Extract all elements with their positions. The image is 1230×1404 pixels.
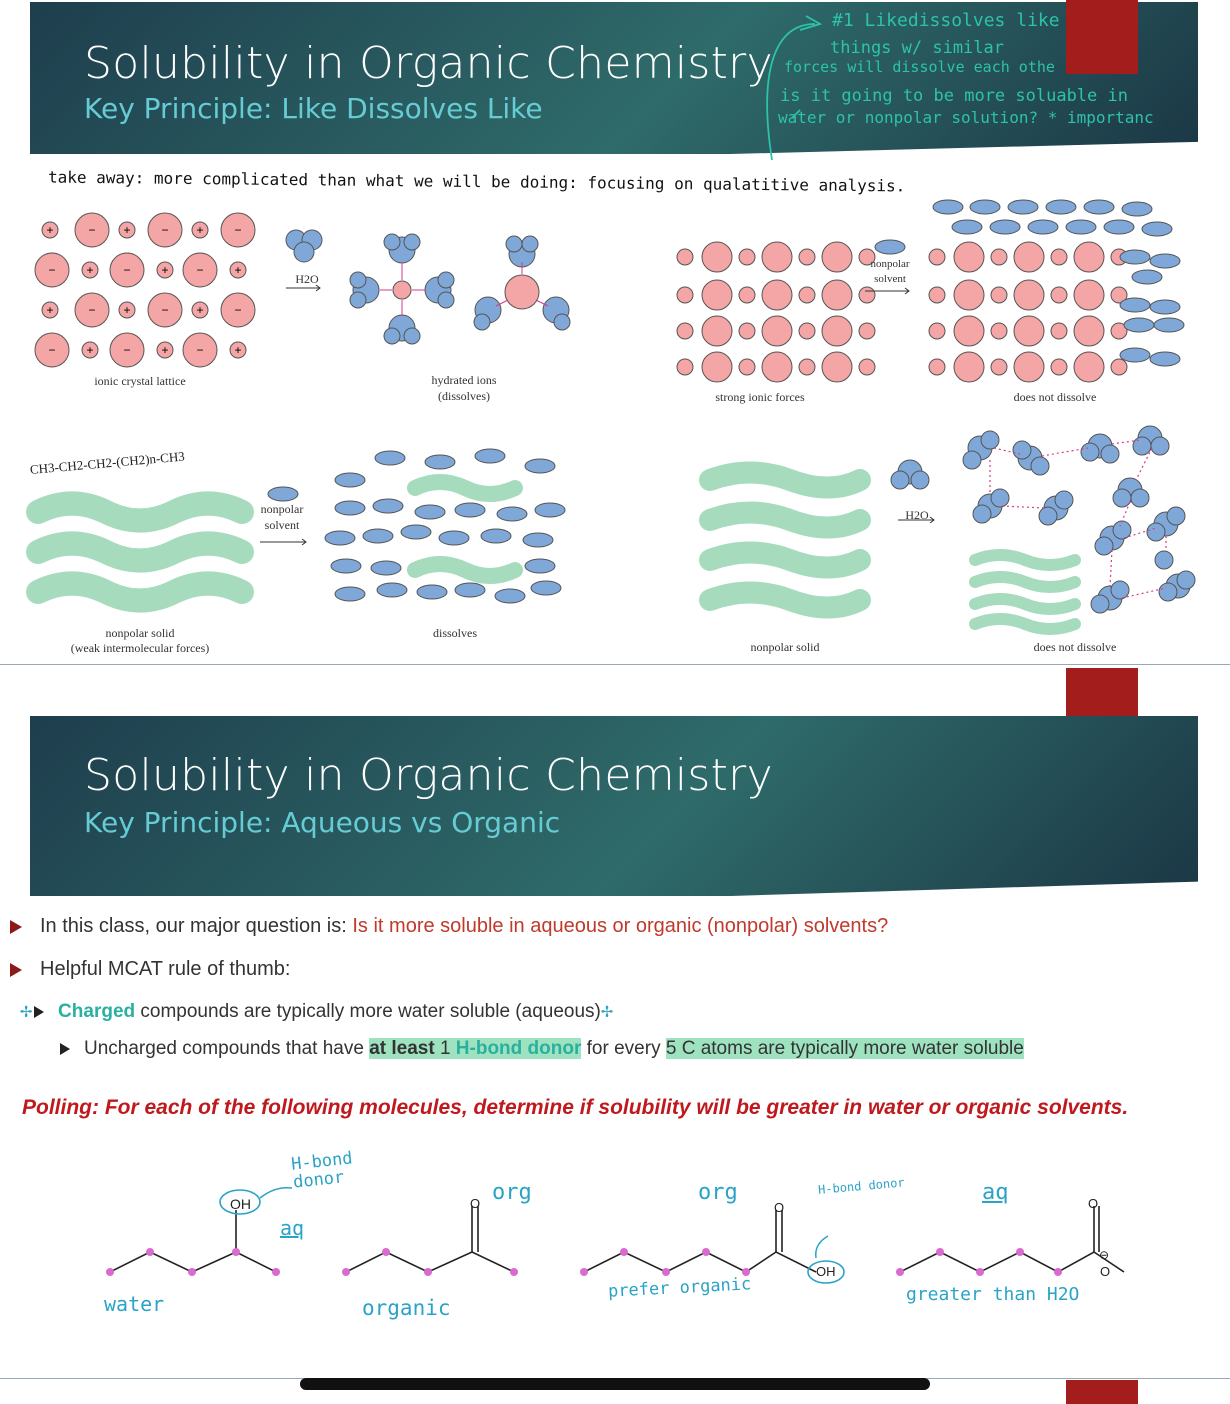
does-not-dissolve-caption-2: does not dissolve xyxy=(1033,640,1117,654)
svg-text:−: − xyxy=(161,303,168,317)
svg-text:−: − xyxy=(196,263,203,277)
hydrated-ions-caption: hydrated ions xyxy=(431,373,497,387)
dissolves-caption: dissolves xyxy=(432,626,477,640)
note-line-2: things w/ similar xyxy=(830,38,1004,58)
mol4-answer: aq xyxy=(982,1180,1009,1205)
slide-divider-1 xyxy=(0,664,1230,665)
slide1-red-tab xyxy=(1066,0,1138,74)
mol1-answer: aq xyxy=(280,1216,305,1240)
mol2-note: organic xyxy=(362,1296,451,1320)
bullet-arrow-icon xyxy=(60,1042,70,1055)
svg-text:−: − xyxy=(234,303,241,317)
mol2-o-label: O xyxy=(470,1196,481,1211)
bullet-4-for-every: for every xyxy=(581,1038,666,1059)
bullet-2-text: Helpful MCAT rule of thumb: xyxy=(40,958,291,980)
note-line-4: is it going to be more soluable in xyxy=(780,86,1128,106)
bullet-4: Uncharged compounds that have at least 1… xyxy=(60,1038,1024,1060)
handwritten-arrow-1 xyxy=(766,15,823,161)
ionic-lattice-figure: + − + − + − − + − + − + + − + − + − − + … xyxy=(34,212,571,368)
nonpolar-label-2: nonpolar xyxy=(260,502,304,516)
slide2-subtitle: Key Principle: Aqueous vs Organic xyxy=(84,806,561,839)
slide3-red-tab xyxy=(1066,1380,1138,1404)
slide2-title: Solubility in Organic Chemistry xyxy=(84,750,773,801)
svg-text:−: − xyxy=(123,343,130,357)
does-not-dissolve-caption-1: does not dissolve xyxy=(1013,390,1097,404)
mol3-answer: org xyxy=(698,1180,738,1205)
ionic-nonpolar-figure xyxy=(676,199,1185,383)
svg-text:−: − xyxy=(48,343,55,357)
svg-text:+: + xyxy=(234,343,241,357)
h2o-label-1: H2O xyxy=(295,272,319,286)
bullet-1: In this class, our major question is: Is… xyxy=(10,915,888,938)
home-indicator-bar[interactable] xyxy=(300,1378,930,1390)
slide1-title: Solubility in Organic Chemistry xyxy=(84,38,773,89)
svg-text:−: − xyxy=(234,223,241,237)
bullet-3-charged: Charged xyxy=(58,1001,136,1022)
bullet-2: Helpful MCAT rule of thumb: xyxy=(10,958,290,981)
solvent-label-2: solvent xyxy=(264,518,300,532)
note-line-1: #1 Likedissolves like xyxy=(832,10,1060,31)
mol4-charge: ⊖ xyxy=(1099,1248,1110,1262)
svg-text:+: + xyxy=(196,223,203,237)
slide1-subtitle: Key Principle: Like Dissolves Like xyxy=(84,92,543,125)
svg-text:+: + xyxy=(161,263,168,277)
svg-text:+: + xyxy=(234,263,241,277)
svg-text:+: + xyxy=(46,303,53,317)
mol2-answer: org xyxy=(492,1180,532,1205)
svg-text:+: + xyxy=(86,343,93,357)
mol1-note: water xyxy=(104,1292,165,1316)
weak-forces-caption: (weak intermolecular forces) xyxy=(70,641,210,655)
bullet-arrow-icon xyxy=(10,962,22,977)
mol3-oh-label: OH xyxy=(816,1264,836,1279)
svg-text:−: − xyxy=(48,263,55,277)
svg-text:−: − xyxy=(161,223,168,237)
slide1-title-banner xyxy=(30,2,1198,154)
bullet-1-question: Is it more soluble in aqueous or organic… xyxy=(352,915,889,937)
bullet-4-prefix: Uncharged compounds that have xyxy=(84,1038,370,1059)
mol1-oh-label: OH xyxy=(230,1196,251,1212)
nonpolar-label-1: nonpolar xyxy=(870,258,910,270)
bullet-4-hbond: H-bond donor xyxy=(455,1038,582,1059)
mol4-note: greater than H2O xyxy=(906,1284,1080,1305)
strong-ionic-forces-caption: strong ionic forces xyxy=(715,390,805,404)
nonpolar-solid-caption-2: nonpolar solid xyxy=(750,640,820,654)
bullet-arrow-icon xyxy=(10,919,22,934)
bullet-4-at-least: at least xyxy=(369,1038,435,1059)
svg-text:+: + xyxy=(161,343,168,357)
svg-text:+: + xyxy=(46,223,53,237)
svg-text:−: − xyxy=(88,303,95,317)
bullet-arrow-icon xyxy=(34,1005,45,1018)
star-doodle-icon: ✢ xyxy=(600,998,613,1022)
svg-text:+: + xyxy=(86,263,93,277)
svg-text:+: + xyxy=(196,303,203,317)
svg-text:−: − xyxy=(88,223,95,237)
slide2-title-banner xyxy=(30,716,1198,896)
bullet-4-rule: 5 C atoms are typically more water solub… xyxy=(665,1038,1024,1059)
note-line-5: water or nonpolar solution? * importanc xyxy=(778,108,1154,127)
bullet-3-text: compounds are typically more water solub… xyxy=(135,1001,601,1022)
dissolves-paren-caption: (dissolves) xyxy=(438,389,490,403)
nonpolar-solid-figure xyxy=(26,448,566,613)
mol3-o-label: O xyxy=(774,1200,785,1215)
h2o-label-2: H2O xyxy=(905,508,929,522)
nonpolar-water-figure xyxy=(699,425,1196,635)
svg-text:+: + xyxy=(123,303,130,317)
mol4-o-minus-label: O xyxy=(1100,1264,1111,1279)
svg-text:+: + xyxy=(123,223,130,237)
star-doodle-icon: ✢ xyxy=(20,998,33,1022)
molecule-structures xyxy=(106,1186,1125,1284)
bullet-1-text: In this class, our major question is: xyxy=(40,915,353,937)
svg-text:−: − xyxy=(123,263,130,277)
ionic-lattice-caption: ionic crystal lattice xyxy=(94,374,186,388)
note-line-3: forces will dissolve each othe xyxy=(784,58,1055,76)
mol4-o-label: O xyxy=(1088,1196,1099,1211)
bullet-4-one: 1 xyxy=(434,1038,456,1059)
solvent-label-1: solvent xyxy=(874,273,906,285)
nonpolar-solid-caption-1: nonpolar solid xyxy=(105,626,175,640)
polling-question: Polling: For each of the following molec… xyxy=(22,1096,1129,1119)
bullet-3: ✢ Charged compounds are typically more wa… xyxy=(20,998,613,1023)
svg-text:−: − xyxy=(196,343,203,357)
